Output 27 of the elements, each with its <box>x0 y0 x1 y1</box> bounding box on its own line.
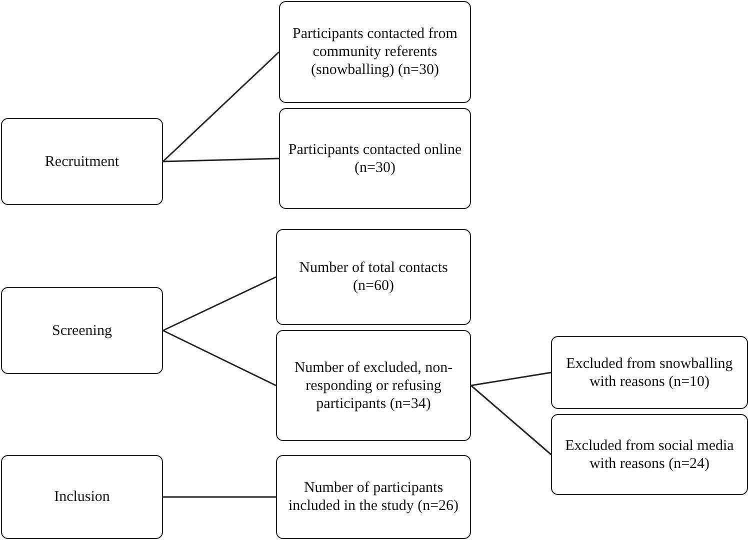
box-text: Number of participants included in the study (n=26) <box>287 479 460 515</box>
box-text: Screening <box>52 322 112 340</box>
box-text: Number of excluded, non-responding or refusing participants (n=34) <box>293 358 454 412</box>
connector-line <box>470 372 552 386</box>
process-box <box>276 330 471 441</box>
box-text: Number of total contacts (n=60) <box>298 259 449 295</box>
process-box <box>551 414 748 495</box>
connector-line <box>470 384 552 456</box>
box-text: Excluded from social media with reasons (n=24) <box>564 436 735 472</box>
process-box <box>279 1 471 103</box>
box-text: Excluded from snowballing with reasons (n=10) <box>565 354 734 390</box>
connector-line <box>162 51 280 162</box>
box-text: Participants contacted from community referents (snowballing) (n=30) <box>292 25 458 79</box>
process-box <box>276 229 471 325</box>
process-box <box>1 118 163 205</box>
process-box <box>276 455 471 539</box>
connector-line <box>162 276 276 332</box>
process-box <box>279 108 471 209</box>
box-text: Participants contacted online (n=30) <box>288 140 462 176</box>
process-box <box>1 455 163 539</box>
connector-line <box>162 330 276 386</box>
box-text: Recruitment <box>44 152 120 170</box>
connector-line <box>162 158 280 162</box>
box-text: Inclusion <box>54 488 110 506</box>
process-box <box>551 336 748 409</box>
process-box <box>1 287 163 374</box>
connector-line <box>163 496 276 498</box>
